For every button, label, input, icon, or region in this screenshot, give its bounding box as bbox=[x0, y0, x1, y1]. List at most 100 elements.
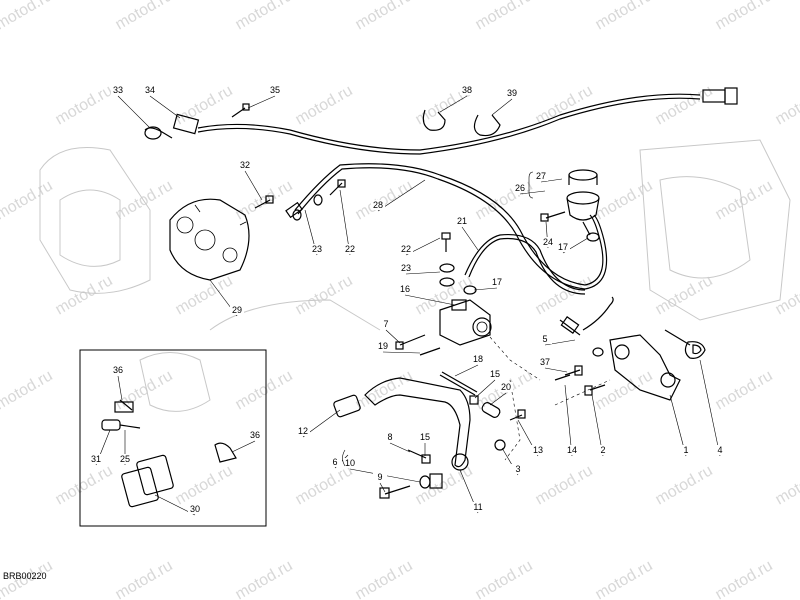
watermark-text: motod.ru bbox=[592, 367, 655, 413]
callout-backdrop bbox=[596, 445, 610, 455]
spring-18 bbox=[439, 371, 478, 396]
callout-backdrop bbox=[398, 284, 412, 294]
leader-line bbox=[244, 170, 263, 201]
callout-number: 14 bbox=[567, 445, 577, 455]
callout-number: 15 bbox=[490, 369, 500, 379]
callout-backdrop bbox=[371, 200, 385, 210]
callout-number: 19 bbox=[378, 341, 388, 351]
callout-backdrop bbox=[310, 244, 324, 254]
callout-backdrop bbox=[296, 426, 310, 436]
clip-38 bbox=[422, 109, 446, 131]
pin-9 bbox=[379, 485, 411, 499]
clip-39 bbox=[473, 114, 501, 137]
callout-number: 4 bbox=[717, 445, 722, 455]
leader-line bbox=[540, 178, 563, 183]
callout-number: 22 bbox=[345, 244, 355, 254]
washers-23-upper bbox=[292, 194, 323, 221]
callout-number: 23 bbox=[312, 244, 322, 254]
callout-number: 7 bbox=[383, 319, 388, 329]
callout-backdrop bbox=[238, 160, 252, 170]
callout-backdrop bbox=[499, 382, 513, 392]
callout-backdrop bbox=[541, 237, 555, 247]
watermark-text: motod.ru bbox=[292, 82, 355, 128]
callout-number: 11 bbox=[473, 502, 482, 512]
leader-line bbox=[149, 95, 181, 119]
watermark-text: motod.ru bbox=[112, 557, 175, 600]
leader-line bbox=[117, 375, 123, 401]
callout-backdrop bbox=[490, 277, 504, 287]
callout-backdrop bbox=[538, 334, 552, 344]
callout-backdrop bbox=[511, 464, 525, 474]
bracket-26-27 bbox=[528, 171, 534, 199]
bolt-24 bbox=[540, 211, 566, 222]
bolt-15-upper bbox=[469, 395, 479, 405]
callout-backdrop bbox=[488, 369, 502, 379]
callout-number: 23 bbox=[401, 263, 411, 273]
callout-number: 36 bbox=[250, 430, 260, 440]
watermark-text: motod.ru bbox=[0, 0, 56, 33]
bolt-13 bbox=[509, 409, 526, 421]
callout-number: 17 bbox=[492, 277, 502, 287]
watermark-text: motod.ru bbox=[172, 462, 235, 508]
callout-backdrop bbox=[328, 457, 342, 467]
watermark-text: motod.ru bbox=[652, 462, 715, 508]
callout-backdrop bbox=[343, 244, 357, 254]
leader-line bbox=[247, 95, 276, 109]
callout-number: 16 bbox=[400, 284, 410, 294]
callout-backdrop bbox=[383, 432, 397, 442]
callout-number: 20 bbox=[501, 382, 511, 392]
watermark-text: motod.ru bbox=[472, 0, 535, 33]
watermark-text: motod.ru bbox=[292, 462, 355, 508]
slave-cylinder-29 bbox=[169, 198, 250, 281]
hose-34 bbox=[144, 87, 738, 155]
callout-backdrop bbox=[679, 445, 693, 455]
watermark-text: motod.ru bbox=[772, 272, 800, 318]
watermark-text: motod.ru bbox=[712, 367, 775, 413]
callout-number: 35 bbox=[270, 85, 280, 95]
drawing-code: BRB00220 bbox=[3, 571, 47, 581]
bolt-14 bbox=[554, 374, 571, 381]
watermark-text: motod.ru bbox=[52, 272, 115, 318]
hose-21 bbox=[464, 233, 586, 295]
callout-backdrop bbox=[188, 504, 202, 514]
callout-backdrop bbox=[505, 88, 519, 98]
leader-line bbox=[489, 392, 507, 406]
leader-line bbox=[461, 226, 479, 251]
callout-backdrop bbox=[534, 171, 548, 181]
inset-box bbox=[79, 349, 267, 527]
watermark-text: motod.ru bbox=[592, 0, 655, 33]
leader-line bbox=[491, 98, 513, 116]
watermark-text: motod.ru bbox=[712, 557, 775, 600]
callout-backdrop bbox=[230, 305, 244, 315]
leader-line bbox=[377, 179, 426, 212]
callout-number: 39 bbox=[507, 88, 517, 98]
watermark-text: motod.ru bbox=[532, 462, 595, 508]
bolt-32 bbox=[254, 195, 274, 209]
watermark-text: motod.ru bbox=[232, 0, 295, 33]
callout-backdrop bbox=[513, 183, 527, 193]
bolt-7 bbox=[395, 334, 426, 350]
callout-backdrop bbox=[538, 357, 552, 367]
callout-backdrop bbox=[531, 445, 545, 455]
callout-backdrop bbox=[268, 85, 282, 95]
callout-backdrop bbox=[713, 445, 727, 455]
watermark-text: motod.ru bbox=[772, 462, 800, 508]
callout-backdrop bbox=[556, 242, 570, 252]
leader-line bbox=[474, 379, 496, 399]
leader-line bbox=[379, 482, 386, 493]
spring-4 bbox=[664, 329, 706, 359]
callout-number: 36 bbox=[113, 365, 123, 375]
watermark-text: motod.ru bbox=[0, 177, 56, 223]
callout-backdrop bbox=[343, 458, 357, 468]
hose-clamp-17-reservoir bbox=[586, 232, 600, 242]
callout-backdrop bbox=[399, 263, 413, 273]
watermark-text: motod.ru bbox=[592, 557, 655, 600]
push-rod-5 bbox=[559, 296, 614, 336]
washers-23-lower bbox=[439, 263, 455, 287]
callout-number: 6 bbox=[332, 457, 337, 467]
reservoir-27 bbox=[566, 169, 600, 236]
callout-backdrop bbox=[248, 430, 262, 440]
callout-number: 1 bbox=[683, 445, 688, 455]
leader-line bbox=[544, 367, 568, 373]
